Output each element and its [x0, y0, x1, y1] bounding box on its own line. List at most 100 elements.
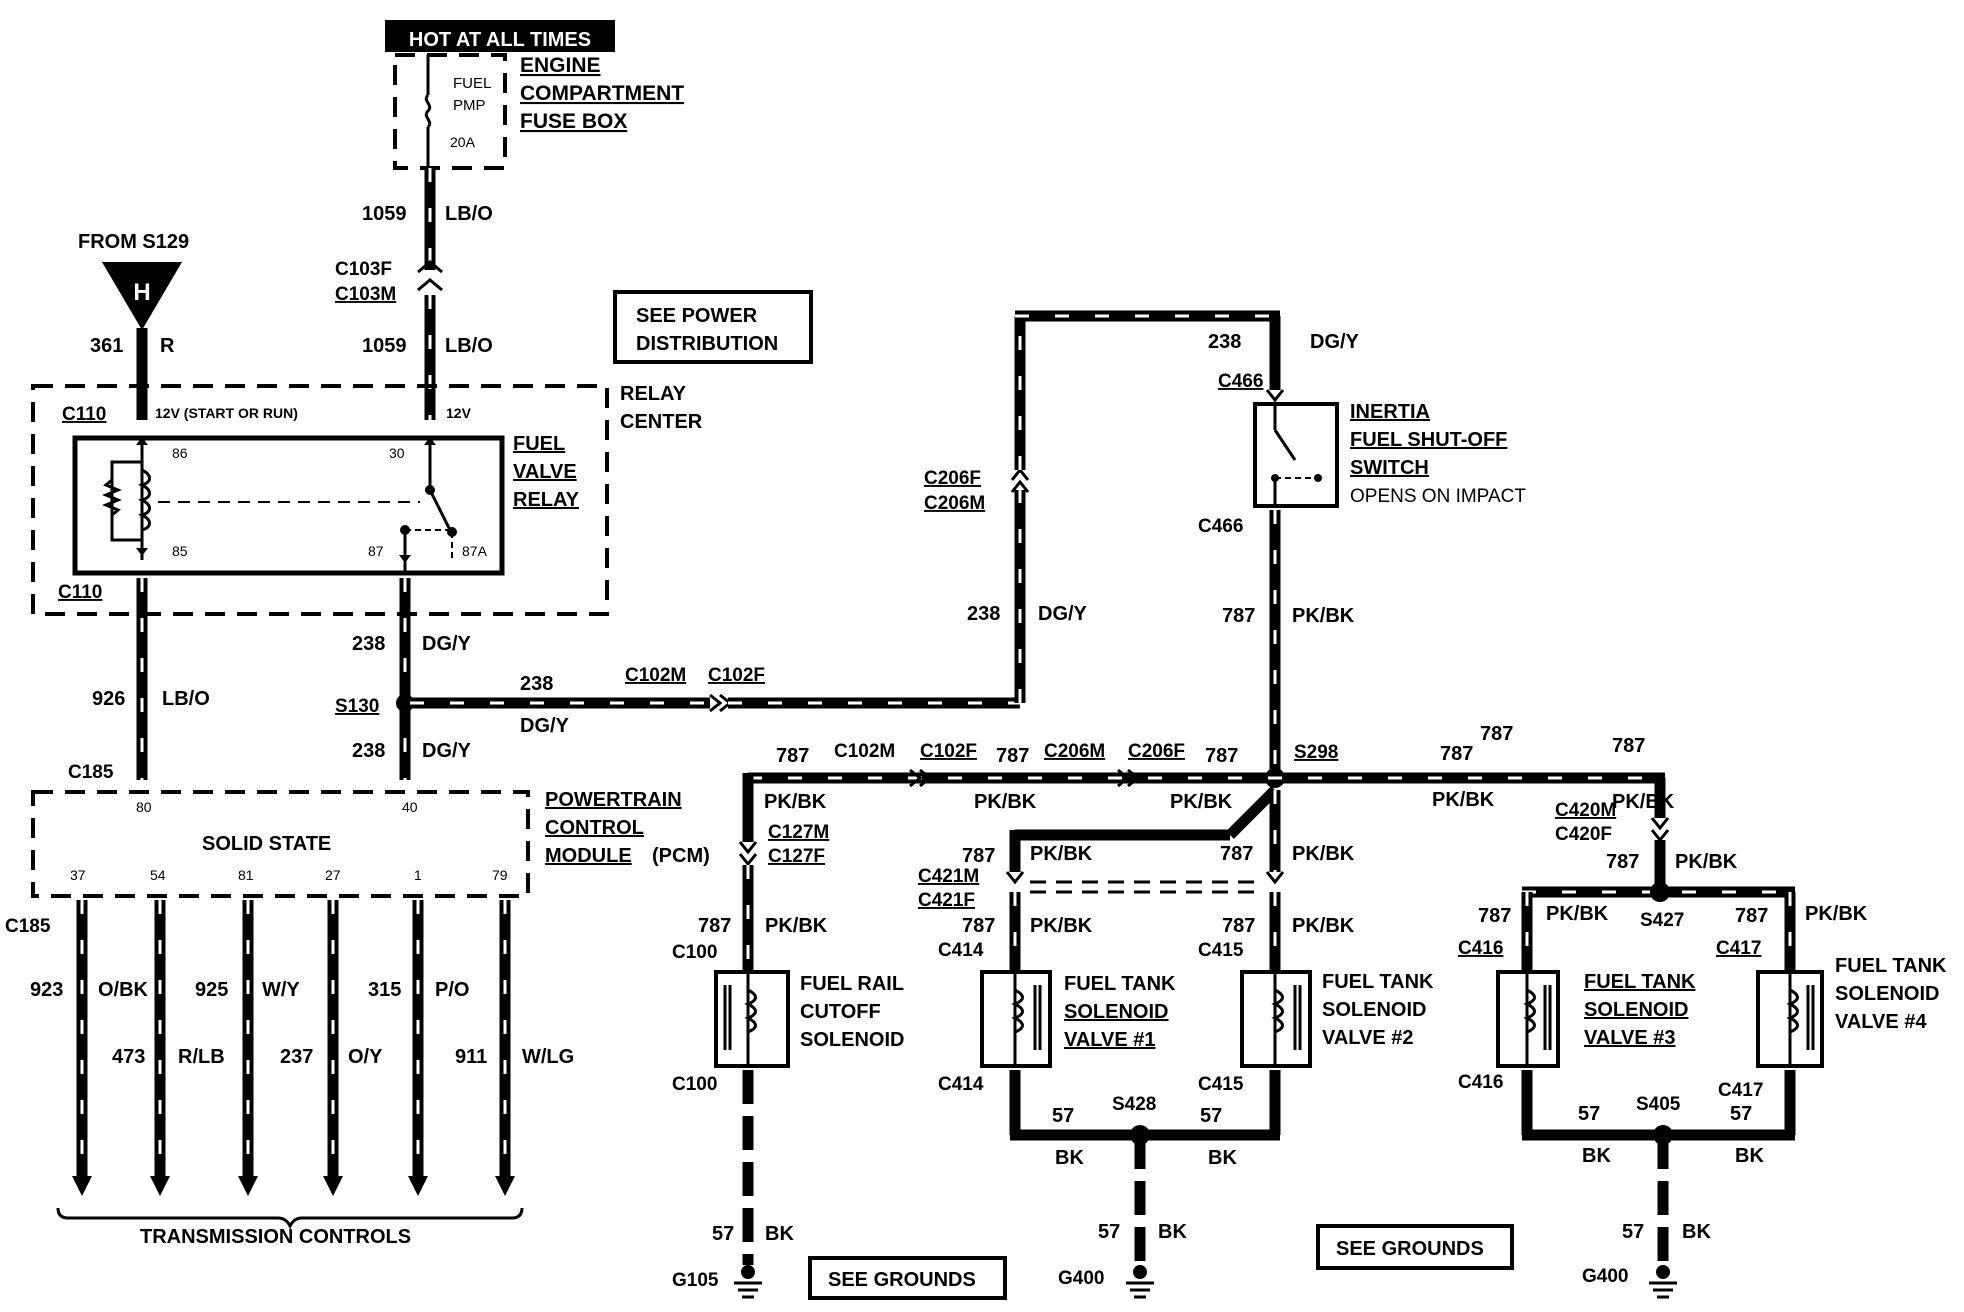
relay-12v: 12V [446, 405, 472, 421]
hot-at-all-times-banner: HOT AT ALL TIMES [385, 20, 615, 52]
trans-wire-473-color: R/LB [178, 1046, 225, 1068]
trans-wire-315-color: P/O [435, 979, 469, 1001]
connector-c103m: C103M [335, 284, 396, 305]
relay-center-label-2: CENTER [620, 411, 703, 433]
pcm-outline [31, 790, 530, 898]
trans-wire-237-color: O/Y [348, 1046, 383, 1068]
wire-1059-color: LB/O [445, 203, 493, 225]
splice-s427-label: S427 [1640, 910, 1684, 931]
bus-787-13: 787 [1612, 735, 1645, 757]
g105-bk: BK [765, 1223, 794, 1245]
relay-pin-85: 85 [172, 543, 188, 559]
s428-57-b: 57 [1200, 1105, 1222, 1127]
bus-pkbk-2: PK/BK [974, 791, 1037, 813]
relay-name-3: RELAY [513, 489, 580, 511]
relay-name-1: FUEL [513, 433, 565, 455]
fuse-box-label-1: ENGINE [520, 54, 601, 77]
wire-238-number-c: 238 [520, 673, 553, 695]
connector-c416-top: C416 [1458, 938, 1503, 959]
g105-57: 57 [712, 1223, 734, 1245]
connector-c414-bottom: C414 [938, 1074, 984, 1095]
wire-238-color-c: DG/Y [520, 715, 570, 737]
connector-c416-bottom: C416 [1458, 1072, 1503, 1093]
bus-pkbk-13: PK/BK [1612, 791, 1675, 813]
fuse-rating: 20A [450, 134, 476, 150]
pcm-pin-37: 37 [70, 867, 86, 883]
bus-787-4: 787 [1440, 743, 1473, 765]
rail-pkbk: PK/BK [765, 915, 828, 937]
connector-c466-bottom: C466 [1198, 516, 1243, 537]
g400b-bk: BK [1682, 1221, 1711, 1243]
trans-wire-911: 911 [455, 1046, 487, 1068]
see-power-line2: DISTRIBUTION [636, 333, 778, 355]
splice-s130 [396, 694, 414, 712]
relay-center-label-1: RELAY [620, 383, 687, 405]
pcm-pin-81: 81 [238, 867, 254, 883]
wire-1059 [417, 168, 443, 420]
wire-238-color-a: DG/Y [422, 633, 472, 655]
valve-2-label-1: FUEL TANK [1322, 971, 1434, 993]
inertia-label-3: SWITCH [1350, 457, 1429, 479]
wire-238-color-d: DG/Y [1038, 603, 1088, 625]
transmission-brace [56, 1207, 524, 1230]
wire-926-number: 926 [92, 688, 125, 710]
wire-238-number-a: 238 [352, 633, 385, 655]
connector-c100-bottom: C100 [672, 1074, 717, 1095]
fuse-box-outline [393, 53, 507, 170]
bus-787-3: 787 [1205, 745, 1238, 767]
connector-c100-top: C100 [672, 942, 717, 963]
wire-361-number: 361 [90, 335, 123, 357]
fuel-valve-relay-box [72, 435, 505, 576]
connector-c110-bottom: C110 [58, 582, 102, 603]
valve-3-label-1: FUEL TANK [1584, 971, 1696, 993]
connector-c420f: C420F [1555, 824, 1612, 845]
connector-c466-top: C466 [1218, 371, 1263, 392]
connector-c102m-a: C102M [625, 665, 686, 686]
transmission-wires [72, 900, 515, 1196]
v4-pkbk: PK/BK [1805, 903, 1868, 925]
fuse-icon [424, 55, 432, 168]
v3-pkbk: PK/BK [1546, 903, 1609, 925]
ground-g400-a-label: G400 [1058, 1268, 1104, 1289]
fuse-box-label-2: COMPARTMENT [520, 82, 684, 105]
from-s129-label: FROM S129 [78, 231, 189, 253]
connector-c102f-a: C102F [708, 665, 765, 686]
inertia-label-2: FUEL SHUT-OFF [1350, 429, 1507, 451]
trans-wire-237: 237 [280, 1046, 313, 1068]
valve-4-label-3: VALVE #4 [1835, 1011, 1927, 1033]
fuel-rail-label-1: FUEL RAIL [800, 973, 904, 995]
relay-pin-30: 30 [389, 445, 405, 461]
connector-c421m: C421M [918, 866, 979, 887]
bus-pkbk-1: PK/BK [764, 791, 827, 813]
v-787-a: 787 [962, 845, 995, 867]
see-grounds-box-a [808, 1256, 1007, 1300]
see-power-distribution-box [613, 290, 813, 364]
fuel-rail-solenoid-icon [723, 972, 757, 1066]
v3-787: 787 [1478, 905, 1511, 927]
s405-57-b: 57 [1730, 1103, 1752, 1125]
g400b-57: 57 [1622, 1221, 1644, 1243]
inertia-switch-icon [1271, 404, 1322, 506]
valve-1-label-2: SOLENOID [1064, 1001, 1168, 1023]
bus-pkbk-3: PK/BK [1170, 791, 1233, 813]
connector-c415-bottom: C415 [1198, 1074, 1244, 1095]
connector-c420m: C420M [1555, 800, 1616, 821]
fuel-rail-solenoid-box [714, 970, 790, 1068]
see-grounds-box-b [1316, 1224, 1514, 1270]
wire-238-number-e: 238 [1208, 331, 1241, 353]
trans-wire-925: 925 [195, 979, 228, 1001]
connector-c102f-b: C102F [920, 741, 977, 762]
g400a-bk: BK [1158, 1221, 1187, 1243]
connector-c206m-a: C206M [924, 493, 985, 514]
g400a-57: 57 [1098, 1221, 1120, 1243]
connector-c206f-a: C206F [924, 468, 981, 489]
wire-361-color: R [160, 335, 175, 357]
source-h-letter: H [133, 279, 150, 306]
connector-c102m-b: C102M [834, 741, 895, 762]
c420-787: 787 [1606, 851, 1639, 873]
valve-1-label-3: VALVE #1 [1064, 1029, 1156, 1051]
s428-bk-b: BK [1208, 1147, 1237, 1169]
valve-4-solenoid-icon [1786, 972, 1815, 1066]
splice-s428-label: S428 [1112, 1094, 1156, 1115]
splice-s428 [1130, 1125, 1150, 1145]
